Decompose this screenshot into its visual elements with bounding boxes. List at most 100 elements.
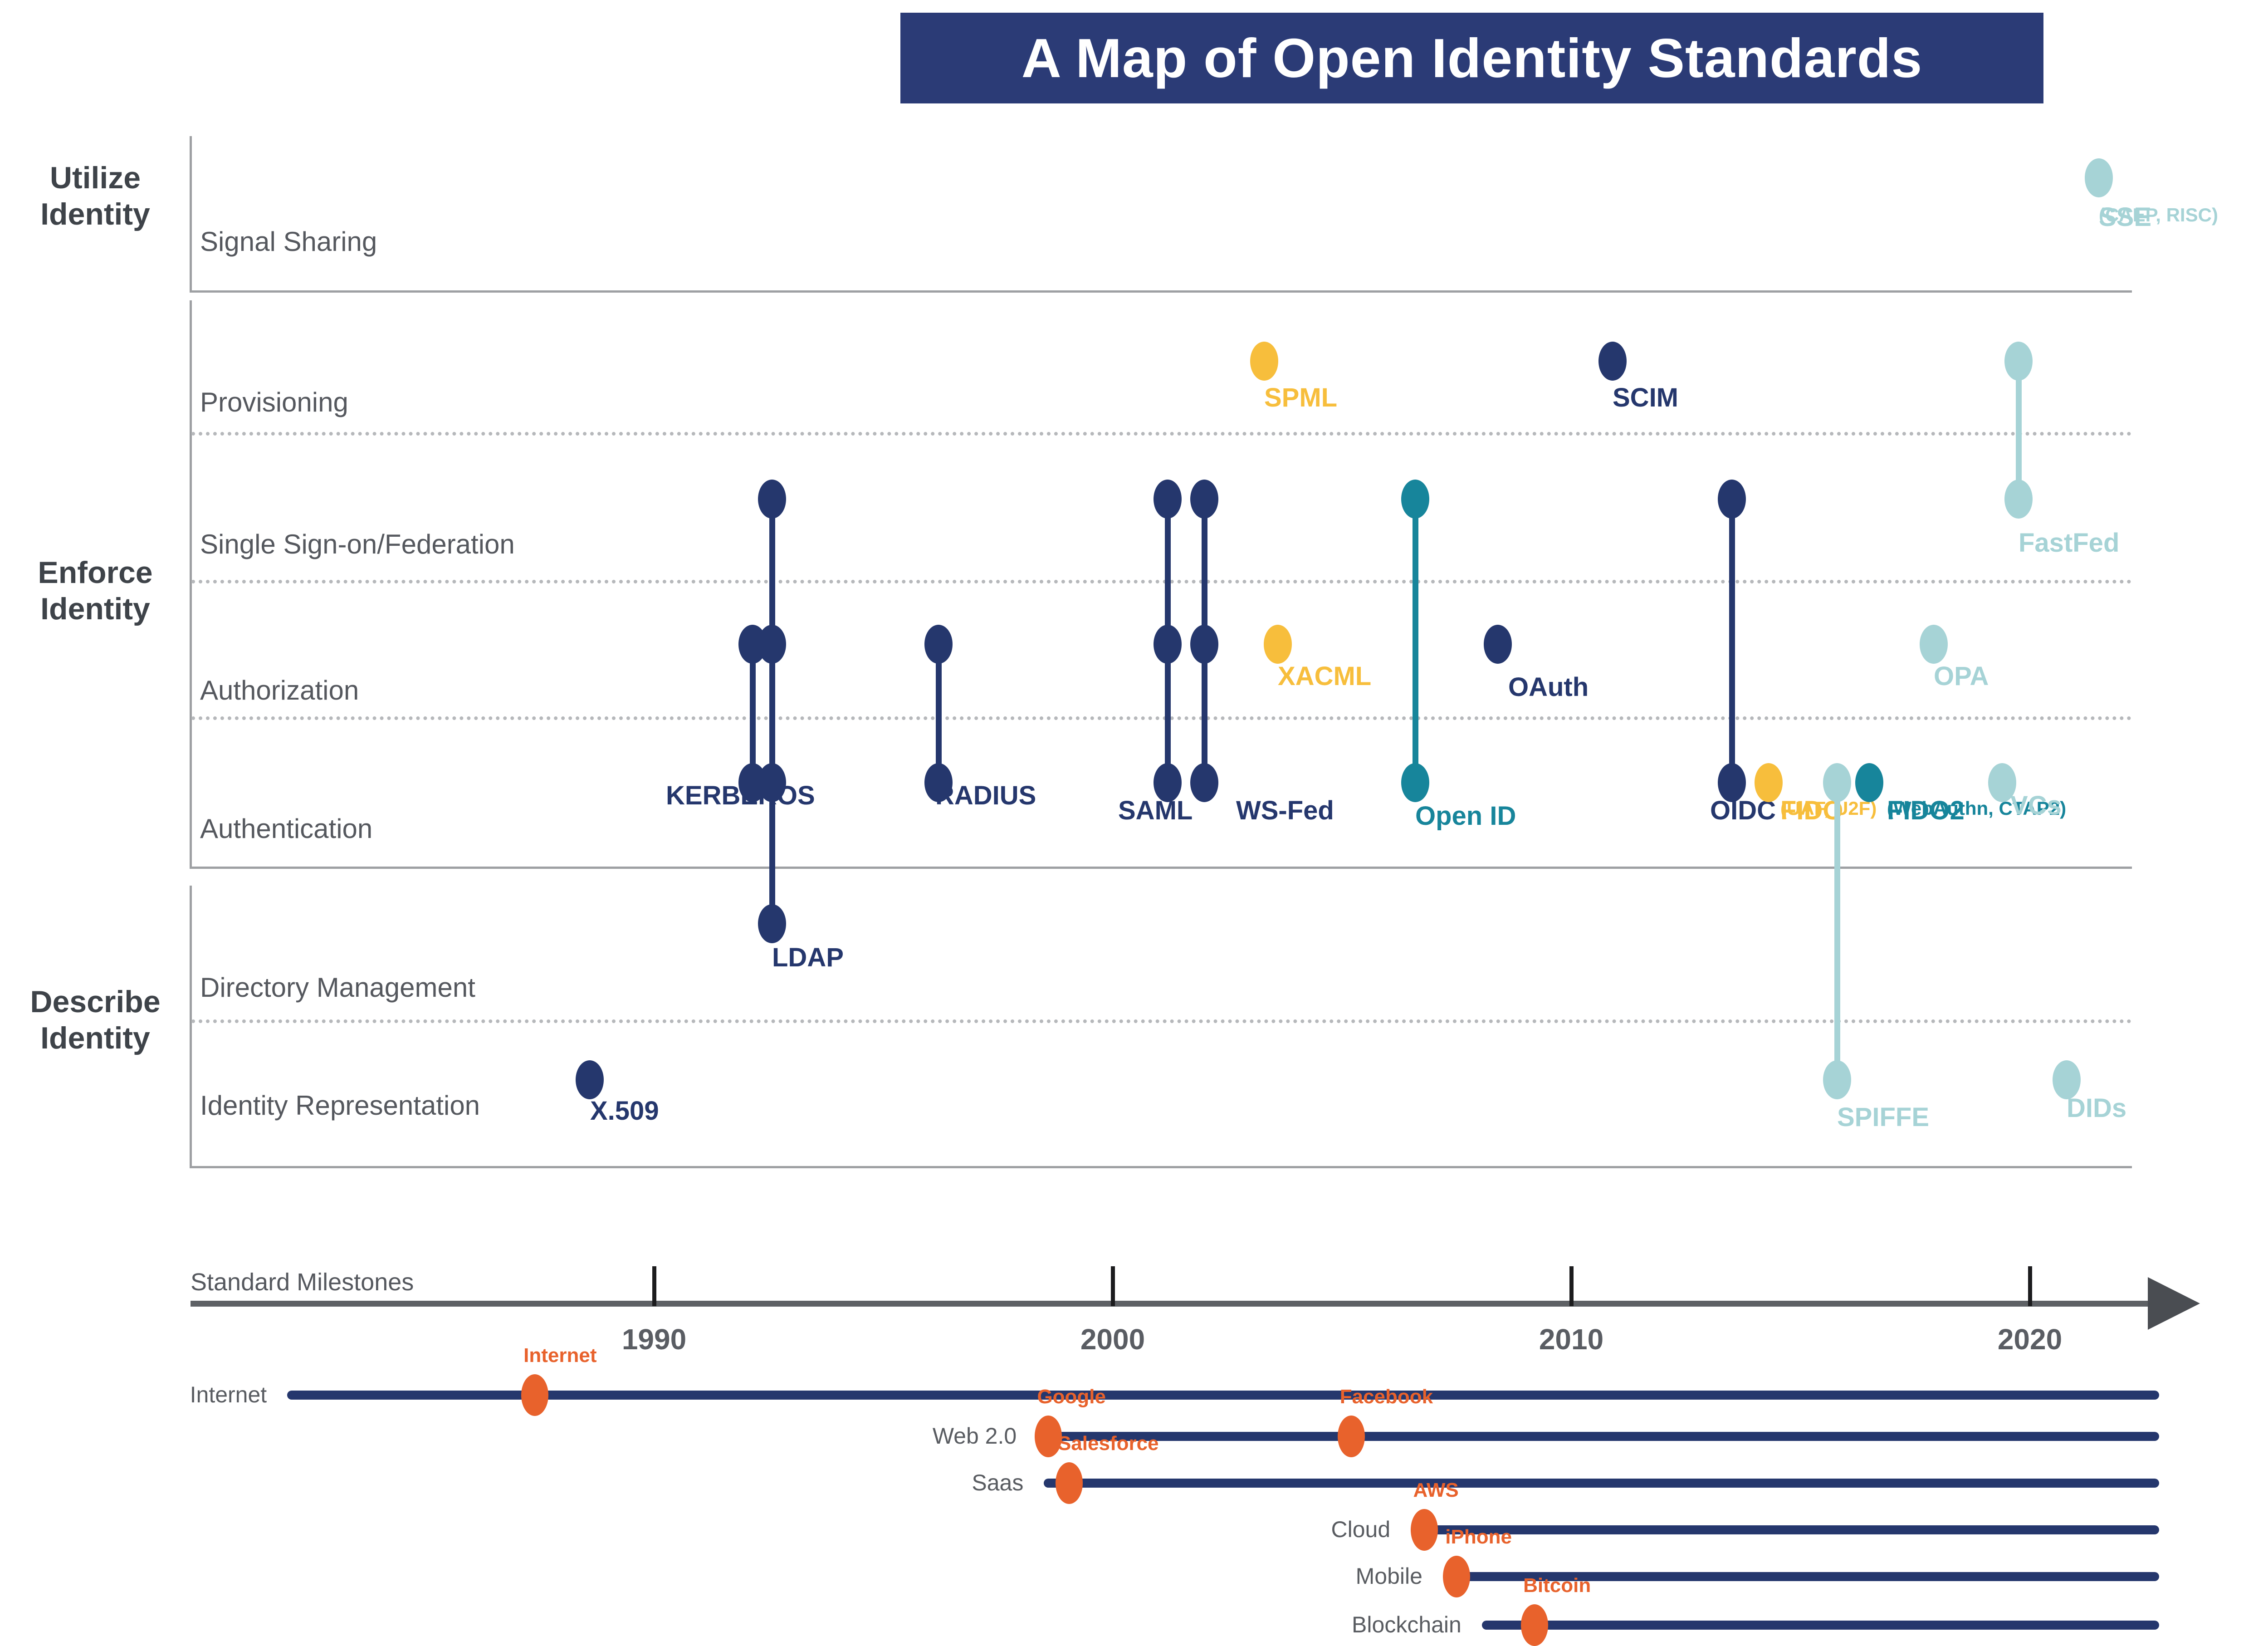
standard-dot-spiffe — [1823, 1060, 1852, 1099]
standard-name-fido2: FIDO2 — [1887, 796, 1965, 825]
standard-dot-opa — [1919, 625, 1948, 664]
standard-dot-vcs — [1988, 763, 2017, 802]
standard-dot-radius — [924, 625, 953, 664]
timeline-year-1990: 1990 — [621, 1323, 687, 1356]
standard-dot-open-id — [1401, 480, 1430, 519]
row-label-identity-representation: Identity Representation — [200, 1090, 480, 1121]
trigger-label-aws: AWS — [1413, 1479, 1459, 1501]
group-bottom-line — [190, 290, 2132, 293]
group-label-utilize-identity: Utilize Identity — [40, 161, 150, 232]
standard-name-x-509: X.509 — [590, 1096, 659, 1126]
standard-dot-oidc — [1717, 763, 1746, 802]
standard-dot-spml — [1250, 342, 1278, 381]
group-label-enforce-identity: Enforce Identity — [38, 555, 153, 627]
standard-line-kerberos — [750, 644, 756, 783]
standard-dot-ldap — [758, 904, 786, 943]
standard-dot-oidc — [1717, 480, 1746, 519]
trigger-dot-aws — [1411, 1509, 1438, 1551]
megatrend-line-internet — [287, 1391, 2159, 1400]
standard-name-xacml: XACML — [1278, 661, 1372, 691]
standard-dot-dids — [2052, 1060, 2081, 1099]
megatrend-line-web-2-0 — [1037, 1432, 2159, 1441]
standard-name-ldap: LDAP — [772, 943, 844, 972]
standard-sublabel-fido2: (WebAuthn, CTAP2) — [1887, 798, 2067, 819]
group-bottom-line — [190, 867, 2132, 869]
megatrend-label-mobile: Mobile — [1355, 1563, 1422, 1589]
standard-line-spiffe — [1834, 783, 1841, 1080]
row-label-directory-management: Directory Management — [200, 972, 475, 1003]
timeline-year-2000: 2000 — [1080, 1323, 1145, 1356]
row-label-single-sign-on-federation: Single Sign-on/Federation — [200, 529, 515, 559]
megatrend-label-blockchain: Blockchain — [1352, 1612, 1461, 1637]
standard-dot-sse — [2084, 158, 2113, 197]
standard-dot-oauth — [1484, 625, 1512, 664]
standard-dot-fido — [1754, 763, 1783, 802]
group-left-border — [190, 886, 192, 1166]
group-left-border — [190, 136, 192, 290]
standard-name-kerberos: KERBEROS — [666, 781, 815, 810]
standard-name-spiffe: SPIFFE — [1837, 1102, 1930, 1132]
standard-dot-ldap — [758, 763, 786, 802]
standard-dot-saml — [1154, 480, 1182, 519]
timeline-tick-2010 — [1569, 1266, 1574, 1306]
row-label-authorization: Authorization — [200, 675, 359, 705]
trigger-label-google: Google — [1037, 1386, 1106, 1408]
row-label-authentication: Authentication — [200, 813, 373, 844]
standard-line-open-id — [1413, 499, 1419, 783]
standard-dot-scim — [1598, 342, 1627, 381]
standard-sublabel-sse: (CAEP, RISC) — [2099, 204, 2218, 225]
standard-name-radius: RADIUS — [935, 781, 1036, 810]
standard-dot-fastfed — [2004, 480, 2033, 519]
standard-dot-radius — [924, 763, 953, 802]
standard-dot-ldap — [758, 480, 786, 519]
standard-name-saml: SAML — [1118, 796, 1193, 825]
trigger-label-salesforce: Salesforce — [1057, 1432, 1159, 1455]
group-bottom-line — [190, 1166, 2132, 1168]
standard-milestones-label: Standard Milestones — [191, 1269, 414, 1296]
standard-dot-xacml — [1263, 625, 1292, 664]
timeline-tick-1990 — [652, 1266, 656, 1306]
timeline-year-2020: 2020 — [1997, 1323, 2063, 1356]
timeline-tick-2000 — [1111, 1266, 1115, 1306]
standard-dot-ws-fed — [1190, 480, 1219, 519]
standard-name-scim: SCIM — [1613, 383, 1678, 412]
standard-dot-spiffe — [1823, 763, 1852, 802]
standard-name-vcs: VCs — [2010, 791, 2062, 820]
row-divider-line — [191, 1019, 2132, 1023]
megatrend-label-cloud: Cloud — [1331, 1517, 1391, 1542]
row-label-provisioning: Provisioning — [200, 387, 348, 417]
trigger-dot-facebook — [1337, 1416, 1365, 1457]
standard-dot-x-509 — [576, 1060, 604, 1099]
standard-name-ws-fed: WS-Fed — [1236, 796, 1334, 825]
trigger-dot-salesforce — [1055, 1462, 1083, 1504]
row-divider-line — [191, 580, 2132, 583]
standard-dot-ws-fed — [1190, 763, 1219, 802]
timeline-axis — [191, 1301, 2152, 1307]
row-divider-line — [191, 716, 2132, 720]
standard-sublabel-fido: (UAF, U2F) — [1780, 798, 1877, 819]
page-title-bar: A Map of Open Identity Standards — [900, 13, 2043, 103]
group-left-border — [190, 300, 192, 867]
trigger-label-bitcoin: Bitcoin — [1523, 1574, 1591, 1597]
page-title: A Map of Open Identity Standards — [1021, 27, 1923, 89]
standard-line-radius — [935, 644, 942, 783]
trigger-dot-google — [1035, 1416, 1062, 1457]
standard-name-sse: SSE — [2099, 202, 2152, 232]
standard-name-oauth: OAuth — [1508, 672, 1589, 702]
group-label-describe-identity: Describe Identity — [30, 985, 161, 1056]
standard-dot-fido2 — [1855, 763, 1884, 802]
megatrend-label-saas: Saas — [972, 1470, 1024, 1495]
megatrend-label-web-2-0: Web 2.0 — [932, 1423, 1017, 1449]
row-divider-line — [191, 432, 2132, 436]
standard-name-dids: DIDs — [2067, 1093, 2127, 1123]
standard-dot-ws-fed — [1190, 625, 1219, 664]
standard-name-open-id: Open ID — [1415, 801, 1516, 831]
standard-name-opa: OPA — [1934, 661, 1989, 691]
megatrend-label-internet: Internet — [190, 1382, 267, 1407]
standard-dot-ldap — [758, 625, 786, 664]
standard-dot-saml — [1154, 763, 1182, 802]
trigger-label-facebook: Facebook — [1339, 1386, 1433, 1408]
trigger-dot-bitcoin — [1521, 1604, 1549, 1646]
timeline-arrow-icon — [2148, 1277, 2200, 1330]
